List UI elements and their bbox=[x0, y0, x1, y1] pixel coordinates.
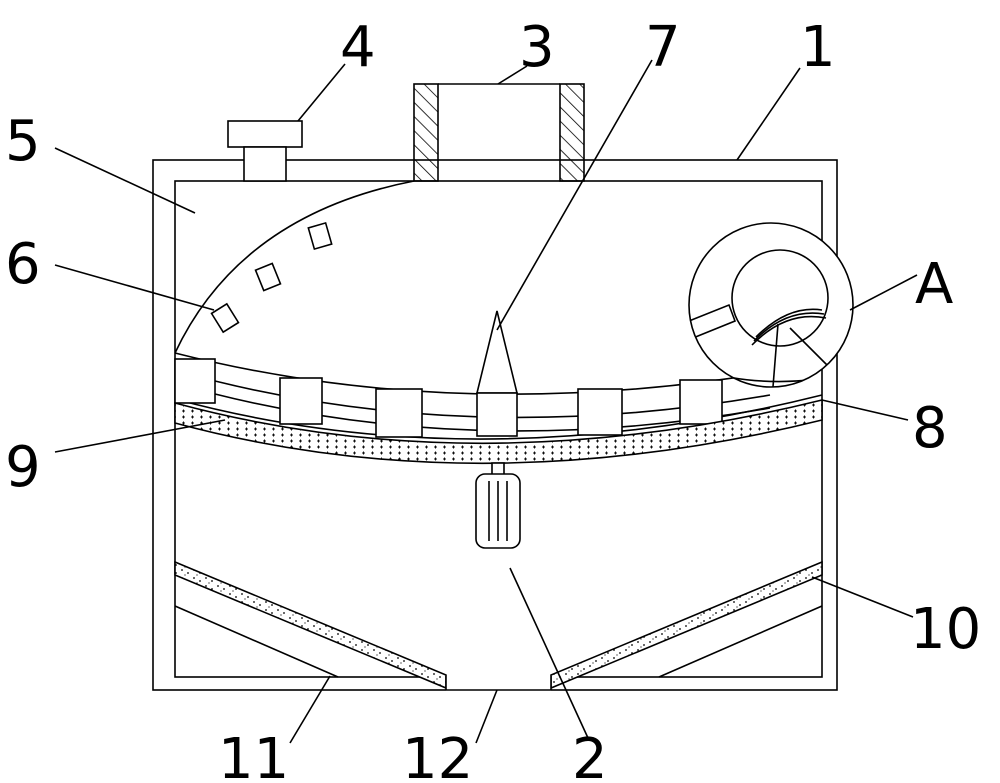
label-10: 10 bbox=[910, 597, 981, 662]
cone-spreader bbox=[475, 310, 519, 437]
motor bbox=[475, 462, 521, 549]
sloped-filter-plates bbox=[174, 560, 823, 690]
label-a: A bbox=[915, 252, 953, 317]
label-12: 12 bbox=[402, 727, 473, 783]
bottom-outlet bbox=[445, 676, 552, 692]
filter-layer bbox=[174, 398, 823, 465]
label-5: 5 bbox=[5, 109, 41, 174]
top-valve bbox=[227, 120, 303, 182]
label-9: 9 bbox=[5, 435, 41, 500]
label-3: 3 bbox=[519, 15, 555, 80]
label-6: 6 bbox=[5, 232, 41, 297]
feed-inlet-pipe bbox=[413, 83, 585, 182]
label-4: 4 bbox=[340, 15, 376, 80]
detail-circle-a bbox=[688, 222, 854, 388]
part-labels: 1 2 3 4 5 6 7 8 9 10 11 12 A bbox=[5, 15, 981, 783]
nozzles bbox=[210, 221, 333, 334]
deflector-hood bbox=[174, 180, 415, 354]
screen-tray bbox=[174, 352, 823, 440]
label-7: 7 bbox=[645, 15, 681, 80]
label-8: 8 bbox=[912, 396, 948, 461]
label-2: 2 bbox=[572, 727, 608, 783]
label-1: 1 bbox=[800, 15, 836, 80]
label-11: 11 bbox=[218, 727, 289, 783]
leader-lines bbox=[54, 59, 918, 744]
